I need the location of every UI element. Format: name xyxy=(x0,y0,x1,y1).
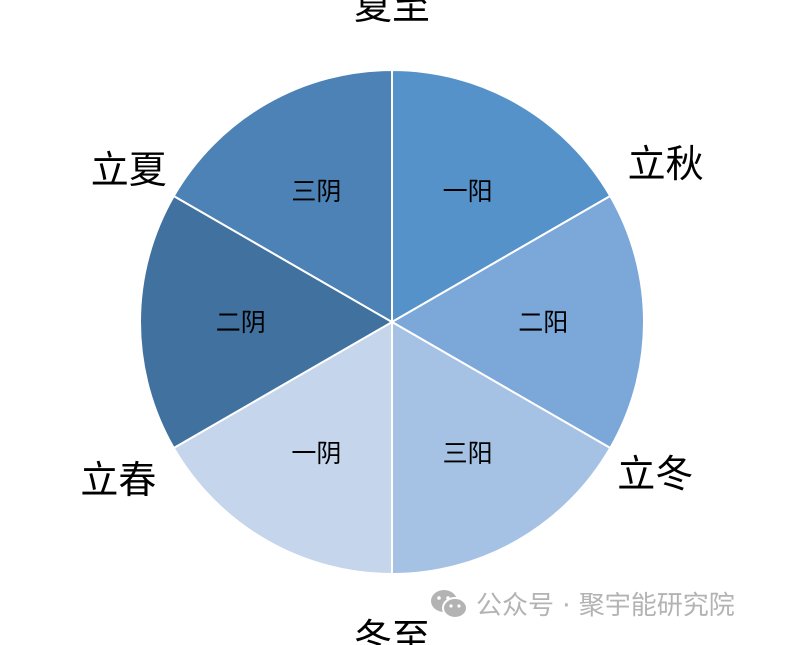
watermark-text: 公众号 · 聚宇能研究院 xyxy=(476,591,735,621)
wechat-icon xyxy=(431,589,468,619)
slice-outer-label: 冬至 xyxy=(354,616,430,645)
slice-inner-label: 二阳 xyxy=(518,308,568,337)
slice-inner-label: 一阳 xyxy=(443,177,493,206)
slice-outer-label: 立夏 xyxy=(91,148,167,192)
pie-slice-0 xyxy=(391,68,612,324)
pie-slice-1 xyxy=(390,194,645,450)
slice-outer-label: 夏至 xyxy=(354,0,430,28)
slice-inner-label: 三阴 xyxy=(291,177,341,206)
watermark: 公众号 · 聚宇能研究院 xyxy=(430,585,735,622)
pie-slice-5 xyxy=(172,68,393,324)
slice-outer-label: 立秋 xyxy=(628,142,704,186)
slice-inner-label: 二阴 xyxy=(216,308,266,337)
slice-inner-label: 一阴 xyxy=(291,439,341,468)
slice-outer-label: 立冬 xyxy=(617,452,693,496)
pie-slice-2 xyxy=(391,320,612,576)
pie-slice-4 xyxy=(139,194,394,450)
pie-slice-3 xyxy=(172,320,393,576)
slice-inner-label: 三阳 xyxy=(443,439,493,468)
slice-outer-label: 立春 xyxy=(80,458,156,502)
